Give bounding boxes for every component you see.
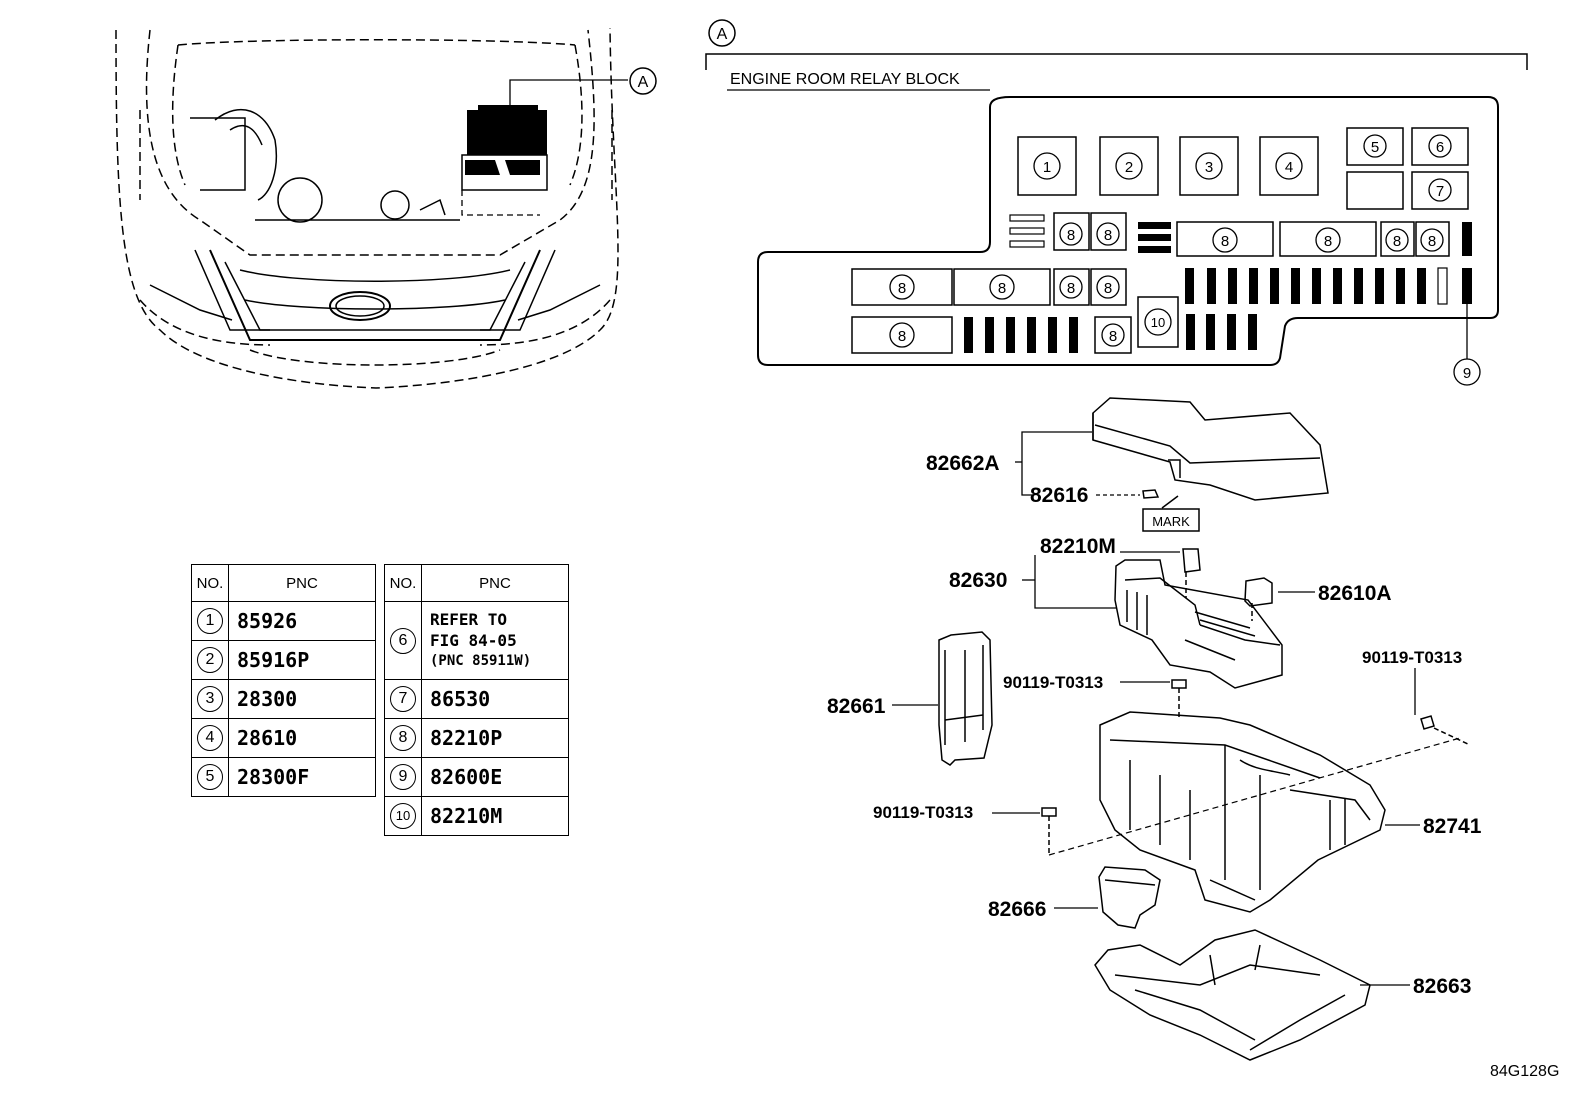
row-number: 9 xyxy=(390,764,416,790)
pnc-refer-line2: FIG 84-05 xyxy=(430,631,517,650)
slot-8-label: 8 xyxy=(1104,227,1112,244)
figure-code: 84G128G xyxy=(1490,1063,1560,1080)
slot-9-label: 9 xyxy=(1463,365,1471,382)
pnc-refer: REFER TO FIG 84-05 (PNC 85911W) xyxy=(421,601,569,680)
row-number: 3 xyxy=(197,686,223,712)
exploded-view xyxy=(938,397,1471,1061)
row-number: 7 xyxy=(390,686,416,712)
pnc-value: 82600E xyxy=(421,757,569,797)
table-row: 4 28610 8 82210P xyxy=(191,718,569,758)
fuse-striping xyxy=(1138,230,1171,245)
part-label-90119-b: 90119-T0313 xyxy=(1362,648,1462,667)
part-label-82210m: 82210M xyxy=(1040,535,1116,558)
pnc-value: 85926 xyxy=(228,601,376,641)
section-a-marker: A xyxy=(717,26,728,43)
screw-2 xyxy=(1420,715,1471,746)
slot-7-label: 7 xyxy=(1436,183,1444,200)
screw-3 xyxy=(1041,807,1057,855)
relay-block-number-labels: 1 2 3 4 5 6 7 8 8 8 8 8 8 8 8 8 8 8 8 10… xyxy=(898,139,1471,382)
side-cover xyxy=(938,631,993,766)
slot-8-label: 8 xyxy=(1104,280,1112,297)
relay-block-numbers xyxy=(889,134,1481,386)
part-label-82661: 82661 xyxy=(827,695,886,718)
pnc-value: 85916P xyxy=(228,640,376,680)
row-number: 4 xyxy=(197,725,223,751)
relay-block-body xyxy=(1114,559,1283,689)
header-no-2: NO. xyxy=(384,564,422,602)
slot-6-label: 6 xyxy=(1436,139,1444,156)
row-number: 2 xyxy=(197,647,223,673)
slot-4-label: 4 xyxy=(1285,159,1293,176)
table-row: 2 85916P xyxy=(191,640,569,680)
part-label-90119-c: 90119-T0313 xyxy=(873,803,973,822)
leader-lines xyxy=(892,431,1420,986)
row-number: 5 xyxy=(197,764,223,790)
bracket xyxy=(1098,866,1161,929)
slot-8-label: 8 xyxy=(998,280,1006,297)
callout-a: A xyxy=(509,67,657,106)
part-label-90119-a: 90119-T0313 xyxy=(1003,673,1103,692)
relay-block-title: ENGINE ROOM RELAY BLOCK xyxy=(730,71,960,88)
header-no-1: NO. xyxy=(191,564,229,602)
screw-1 xyxy=(1171,679,1187,720)
table-row: 1 85926 6 REFER TO FIG 84-05 (PNC 85911W… xyxy=(191,601,569,680)
row-number: 1 xyxy=(197,608,223,634)
row-number: 6 xyxy=(390,627,416,654)
part-label-82616: 82616 xyxy=(1030,484,1088,507)
pnc-value: 28300 xyxy=(228,679,376,719)
slot-8-label: 8 xyxy=(1067,280,1075,297)
vehicle-front-illustration xyxy=(115,27,619,389)
pnc-value: 28610 xyxy=(228,718,376,758)
lower-tray xyxy=(1094,929,1371,1061)
section-a-header: A ENGINE ROOM RELAY BLOCK xyxy=(705,19,1528,91)
pnc-refer-line1: REFER TO xyxy=(430,610,508,629)
pnc-value: 28300F xyxy=(228,757,376,797)
relay-block-layout xyxy=(757,96,1499,366)
part-label-82666: 82666 xyxy=(988,898,1046,921)
part-labels: 82662A 82616 MARK 82210M 82630 82610A 90… xyxy=(827,452,1482,998)
row-number: 10 xyxy=(390,803,416,829)
slot-8-label: 8 xyxy=(898,280,906,297)
slot-8-label: 8 xyxy=(1324,233,1332,250)
slot-8-label: 8 xyxy=(1221,233,1229,250)
table-row: 5 28300F 9 82600E xyxy=(191,757,569,797)
slot-8-label: 8 xyxy=(898,328,906,345)
pnc-table: NO. PNC NO. PNC 1 85926 6 REFER TO FIG 8… xyxy=(191,564,569,836)
part-label-82663: 82663 xyxy=(1413,975,1471,998)
part-label-82630: 82630 xyxy=(949,569,1007,592)
pnc-table-header: NO. PNC NO. PNC xyxy=(191,564,569,602)
callout-a-letter: A xyxy=(638,74,649,91)
pnc-refer-line3: (PNC 85911W) xyxy=(430,653,532,669)
slot-8-label: 8 xyxy=(1428,233,1436,250)
slot-3-label: 3 xyxy=(1205,159,1213,176)
part-label-82662a: 82662A xyxy=(926,452,1000,475)
pnc-value: 86530 xyxy=(421,679,569,719)
slot-8-label: 8 xyxy=(1109,328,1117,345)
header-pnc-1: PNC xyxy=(228,564,376,602)
slot-8-label: 8 xyxy=(1067,227,1075,244)
slot-2-label: 2 xyxy=(1125,159,1133,176)
pnc-value: 82210P xyxy=(421,718,569,758)
pnc-value: 82210M xyxy=(421,796,569,836)
relay-block-fuses xyxy=(964,222,1472,353)
relay-block-cover xyxy=(1092,397,1329,501)
table-row: 3 28300 7 86530 xyxy=(191,679,569,719)
part-label-82741: 82741 xyxy=(1423,815,1482,838)
slot-5-label: 5 xyxy=(1371,139,1379,156)
relay-block-housing xyxy=(1099,711,1386,913)
slot-1-label: 1 xyxy=(1043,159,1051,176)
table-row: 10 82210M xyxy=(192,796,569,836)
row-number: 8 xyxy=(390,725,416,751)
header-pnc-2: PNC xyxy=(421,564,569,602)
relay-block-location-illustration xyxy=(461,105,548,216)
slot-10-label: 10 xyxy=(1151,315,1165,330)
slot-8-label: 8 xyxy=(1393,233,1401,250)
part-label-82610a: 82610A xyxy=(1318,582,1392,605)
mark-label: MARK xyxy=(1152,514,1190,529)
